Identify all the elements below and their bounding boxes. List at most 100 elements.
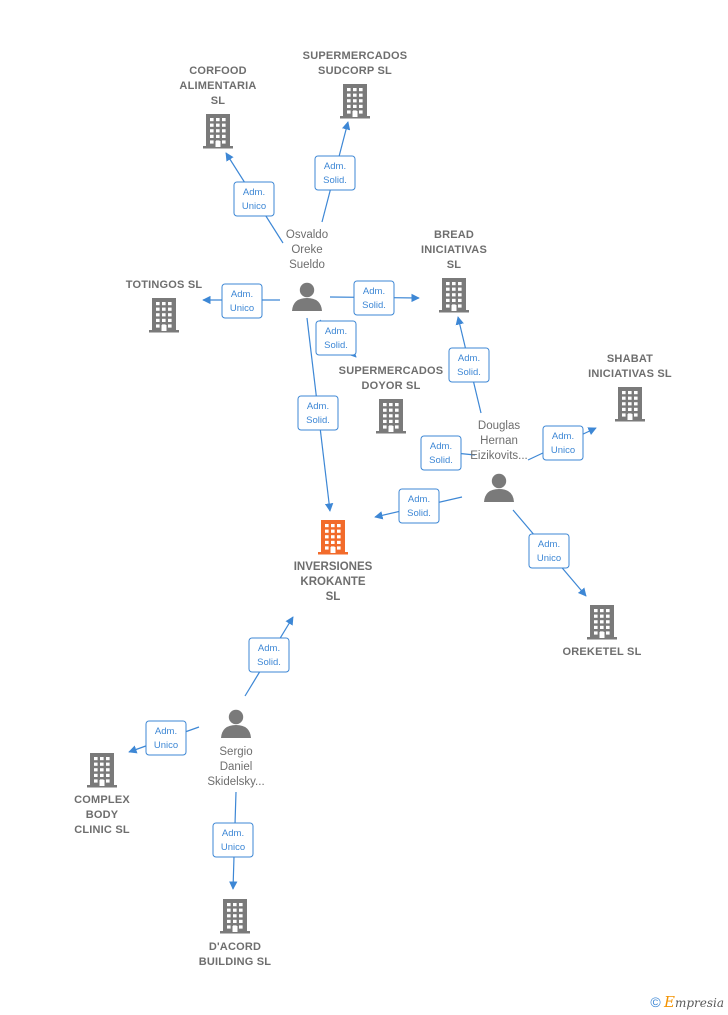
role-badge-text: Solid.	[257, 657, 281, 668]
building-icon	[340, 84, 370, 119]
role-badge-box	[542, 425, 584, 461]
node-label-line: Hernan	[480, 435, 518, 447]
role-badge-box	[448, 347, 490, 383]
role-badge-box	[315, 320, 357, 356]
role-badge-text: Unico	[551, 445, 575, 456]
node-label-line: KROKANTE	[300, 576, 365, 588]
empresia-watermark[interactable]: © Empresia	[650, 993, 724, 1011]
edge-osvaldo-totingos: Adm.Unico	[202, 283, 280, 319]
role-badge[interactable]: Adm.Solid.	[297, 395, 339, 431]
node-label-line: SL	[211, 95, 226, 107]
node-label-line: CORFOOD	[189, 65, 247, 77]
person-icon	[484, 473, 514, 502]
role-badge-text: Adm.	[363, 286, 385, 297]
node-label-line: SHABAT	[607, 353, 653, 365]
node-label-line: D'ACORD	[209, 941, 261, 953]
edge-douglas-shabat: Adm.Unico	[527, 425, 597, 461]
role-badge-text: Adm.	[430, 441, 452, 452]
role-badge[interactable]: Adm. Solid.	[448, 347, 490, 383]
node-label-line: BREAD	[434, 229, 474, 241]
role-badge-box	[248, 637, 290, 673]
role-badge[interactable]: Adm. Solid.	[420, 435, 462, 471]
role-badge[interactable]: Adm.Unico	[542, 425, 584, 461]
edge-douglas-krokante: Adm.Solid.	[374, 488, 463, 524]
building-icon	[587, 605, 617, 640]
role-badge-box	[314, 155, 356, 191]
building-icon	[318, 520, 348, 555]
brand-name: mpresia	[674, 996, 724, 1010]
node-label-line: SL	[326, 591, 341, 603]
company-node-shabat[interactable]: SHABAT INICIATIVAS SL	[588, 353, 672, 422]
role-badge-text: Adm.	[458, 353, 480, 364]
edge-osvaldo-bread: Adm. Solid.	[329, 280, 420, 316]
edge-douglas-bread: Adm. Solid.	[448, 316, 490, 414]
role-badge-text: Solid.	[429, 455, 453, 466]
edge-douglas-oreketel: Adm.Unico	[512, 509, 587, 597]
node-label-line: BODY	[86, 809, 119, 821]
role-badge-text: Adm.	[408, 494, 430, 505]
node-label-line: OREKETEL SL	[562, 646, 641, 658]
role-badge-text: Adm.	[231, 289, 253, 300]
company-node-oreketel[interactable]: OREKETEL SL	[562, 605, 641, 658]
building-icon	[615, 387, 645, 422]
person-icon	[221, 709, 251, 738]
person-node-sergio[interactable]: SergioDanielSkidelsky...	[207, 709, 265, 788]
node-label-line: SUPERMERCADOS	[339, 365, 444, 377]
role-badge[interactable]: Adm.Solid.	[315, 320, 357, 356]
role-badge-text: Solid.	[457, 367, 481, 378]
building-icon	[220, 899, 250, 934]
edge-osvaldo-sudcorp: Adm.Solid.	[314, 121, 356, 223]
building-icon	[376, 399, 406, 434]
node-label-line: SL	[447, 259, 462, 271]
building-icon	[439, 278, 469, 313]
node-label-line: Daniel	[220, 761, 253, 773]
node-label-line: COMPLEX	[74, 794, 130, 806]
role-badge-box	[145, 720, 187, 756]
role-badge-box	[297, 395, 339, 431]
person-node-douglas[interactable]: DouglasHernanEizikovits...	[470, 420, 528, 502]
role-badge[interactable]: Adm.Solid.	[398, 488, 440, 524]
company-node-doyor[interactable]: SUPERMERCADOS DOYOR SL	[339, 365, 444, 434]
node-label-line: Eizikovits...	[470, 450, 528, 462]
role-badge[interactable]: Adm.Solid.	[248, 637, 290, 673]
edge-sergio-complex: Adm.Unico	[128, 720, 200, 756]
role-badge-text: Solid.	[362, 300, 386, 311]
role-badge-text: Solid.	[323, 175, 347, 186]
node-label-line: Sueldo	[289, 259, 325, 271]
role-badge-text: Adm.	[538, 539, 560, 550]
person-icon	[292, 282, 322, 311]
role-badge-box	[233, 181, 275, 217]
role-badge-box	[528, 533, 570, 569]
role-badge-box	[420, 435, 462, 471]
role-badge[interactable]: Adm.Unico	[212, 822, 254, 858]
role-badge[interactable]: Adm.Unico	[221, 283, 263, 319]
role-badge[interactable]: Adm.Unico	[233, 181, 275, 217]
role-badge-box	[212, 822, 254, 858]
edge-osvaldo-krokante: Adm.Solid.	[297, 317, 339, 512]
building-icon	[149, 298, 179, 333]
node-label-line: TOTINGOS SL	[126, 279, 203, 291]
edges-layer: Adm.UnicoAdm.Solid.Adm.UnicoAdm.Solid.Ad…	[128, 121, 597, 890]
node-label-line: INICIATIVAS SL	[588, 368, 672, 380]
role-badge[interactable]: Adm.Unico	[145, 720, 187, 756]
role-badge-box	[221, 283, 263, 319]
company-node-totingos[interactable]: TOTINGOS SL	[126, 279, 203, 333]
node-label-line: DOYOR SL	[361, 380, 420, 392]
node-label-line: SUPERMERCADOS	[303, 50, 408, 62]
role-badge[interactable]: Adm.Solid.	[314, 155, 356, 191]
building-icon	[87, 753, 117, 788]
role-badge[interactable]: Adm. Solid.	[353, 280, 395, 316]
role-badge-text: Solid.	[324, 340, 348, 351]
edge-douglas-doyor: Adm. Solid.	[420, 435, 476, 471]
node-label-line: Douglas	[478, 420, 520, 432]
role-badge[interactable]: Adm.Unico	[528, 533, 570, 569]
